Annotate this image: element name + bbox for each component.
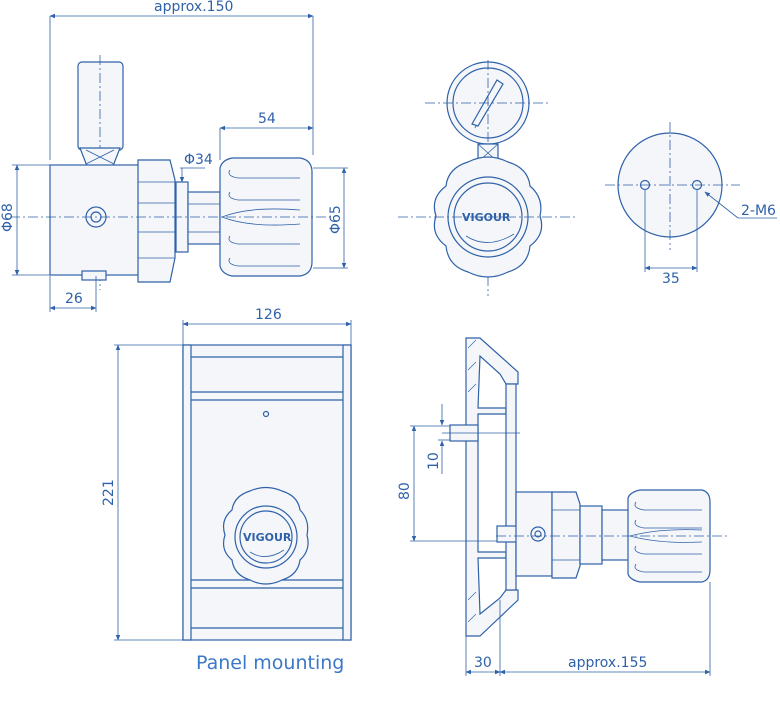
panel-front-view: VIGOUR 126 221 Panel mounting (101, 307, 352, 674)
dim-port-offset: 26 (65, 291, 83, 307)
dim-knob-dia: Φ65 (328, 205, 344, 234)
panel-knob-brand-label: VIGOUR (243, 531, 292, 544)
dim-knob-length: 54 (258, 111, 276, 127)
knob-brand-label: VIGOUR (462, 211, 511, 224)
dim-thread-dia: Φ34 (184, 152, 213, 168)
dim-holes: 2-M6 (741, 203, 776, 219)
panel-side-view: 80 10 30 approx.155 (397, 337, 728, 676)
panel-mounting-caption: Panel mounting (196, 652, 344, 674)
dim-body-dia: Φ68 (0, 203, 16, 232)
dim-cutout-height: 80 (397, 482, 413, 500)
hole-pattern-view: 35 2-M6 (605, 122, 777, 287)
dim-panel-depth: 30 (474, 655, 492, 671)
dim-panel-height: 221 (101, 479, 117, 506)
side-view: approx.150 54 Φ34 Φ68 Φ65 26 (0, 0, 348, 312)
front-view: VIGOUR (398, 60, 576, 296)
dim-overall-length: approx.150 (154, 0, 233, 15)
dim-cutout-small: 10 (426, 452, 442, 470)
dim-projection: approx.155 (568, 655, 647, 671)
dim-hole-spacing: 35 (662, 271, 680, 287)
dim-panel-width: 126 (255, 307, 282, 323)
